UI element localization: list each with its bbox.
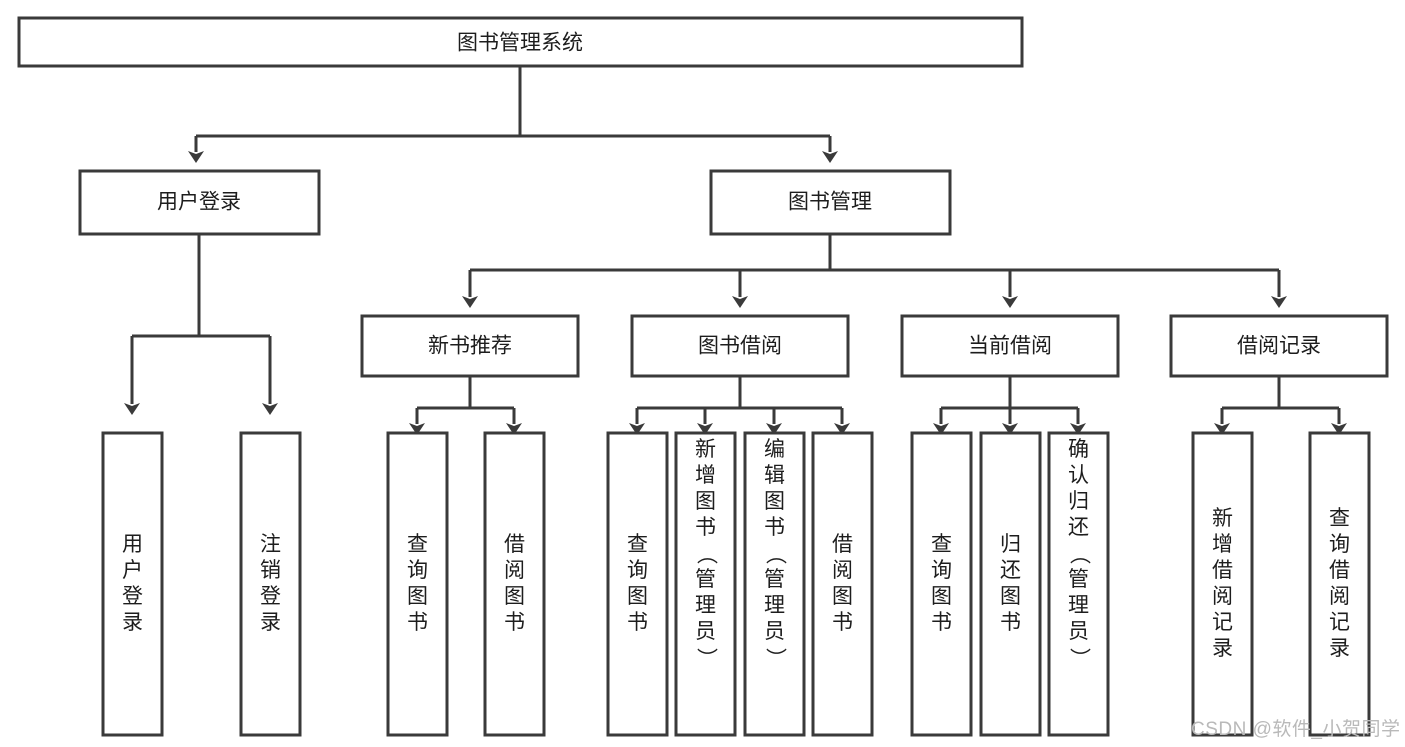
leaf-box-return-book[interactable]	[979, 431, 1042, 737]
connector-borrowrecord-to-leaves	[1214, 376, 1347, 435]
leaf-box-edit-book-admin[interactable]	[743, 431, 806, 737]
connector-newbook-to-leaves	[409, 376, 522, 435]
leaf-box-query-book-3[interactable]	[910, 431, 973, 737]
node-book-borrow-label: 图书借阅	[698, 335, 782, 358]
leaf-box-add-borrow-record[interactable]	[1191, 431, 1254, 737]
node-book-management-label: 图书管理	[788, 191, 872, 214]
leaf-box-query-book-2[interactable]	[606, 431, 669, 737]
leaf-box-borrow-book-1[interactable]	[483, 431, 546, 737]
node-borrow-record-label: 借阅记录	[1237, 335, 1321, 358]
node-user-login-box[interactable]	[78, 169, 321, 236]
node-current-borrow-label: 当前借阅	[968, 335, 1052, 358]
node-borrow-record-box[interactable]	[1169, 314, 1389, 378]
leaf-box-add-book-admin[interactable]	[674, 431, 737, 737]
node-book-borrow-box[interactable]	[630, 314, 850, 378]
connector-userlogin-to-leaves	[124, 234, 278, 415]
node-user-login-label: 用户登录	[157, 191, 241, 214]
node-new-book-recommend-label: 新书推荐	[428, 335, 512, 358]
leaf-box-logout[interactable]	[239, 431, 302, 737]
connector-bookmgmt-to-level3	[462, 234, 1287, 308]
leaf-box-user-login[interactable]	[101, 431, 164, 737]
node-current-borrow-box[interactable]	[900, 314, 1120, 378]
node-new-book-recommend-box[interactable]	[360, 314, 580, 378]
connector-bookborrow-to-leaves	[629, 376, 850, 435]
node-root-box[interactable]	[17, 16, 1024, 68]
leaf-box-query-book-1[interactable]	[386, 431, 449, 737]
leaf-box-borrow-book-2[interactable]	[811, 431, 874, 737]
connector-root-to-level2	[188, 66, 838, 163]
node-root-label: 图书管理系统	[457, 32, 583, 55]
leaf-box-query-borrow-record[interactable]	[1308, 431, 1371, 737]
node-book-management-box[interactable]	[709, 169, 952, 236]
connector-currentborrow-to-leaves	[933, 376, 1086, 435]
leaf-box-confirm-return-admin[interactable]	[1047, 431, 1110, 737]
